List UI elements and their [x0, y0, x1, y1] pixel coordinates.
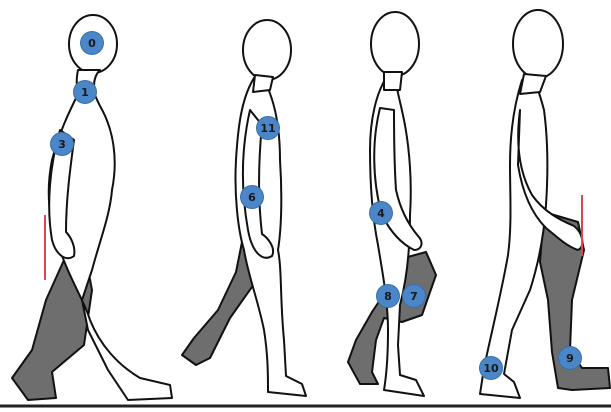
joint-marker-3: 3: [51, 133, 73, 155]
figure-3: [348, 12, 436, 396]
figure-4-body: [480, 80, 547, 398]
joint-marker-9: 9: [559, 347, 581, 369]
figure-4-neck: [520, 74, 546, 94]
joint-marker-10: 10: [480, 357, 502, 379]
figure-2-neck: [253, 75, 273, 92]
figure-4: [480, 10, 610, 398]
joint-marker-8: 8: [377, 285, 399, 307]
figure-1: [12, 15, 172, 400]
figure-3-head: [371, 12, 419, 76]
joint-marker-7: 7: [403, 285, 425, 307]
joint-marker-11: 11: [257, 117, 279, 139]
figure-2: [182, 20, 306, 396]
joint-marker-4: 4: [370, 202, 392, 224]
joint-marker-0: 0: [81, 32, 103, 54]
joint-marker-6: 6: [241, 186, 263, 208]
joint-marker-1: 1: [74, 81, 96, 103]
figure-4-head: [513, 10, 563, 78]
figure-3-neck: [384, 72, 402, 90]
figure-2-head: [243, 20, 291, 80]
